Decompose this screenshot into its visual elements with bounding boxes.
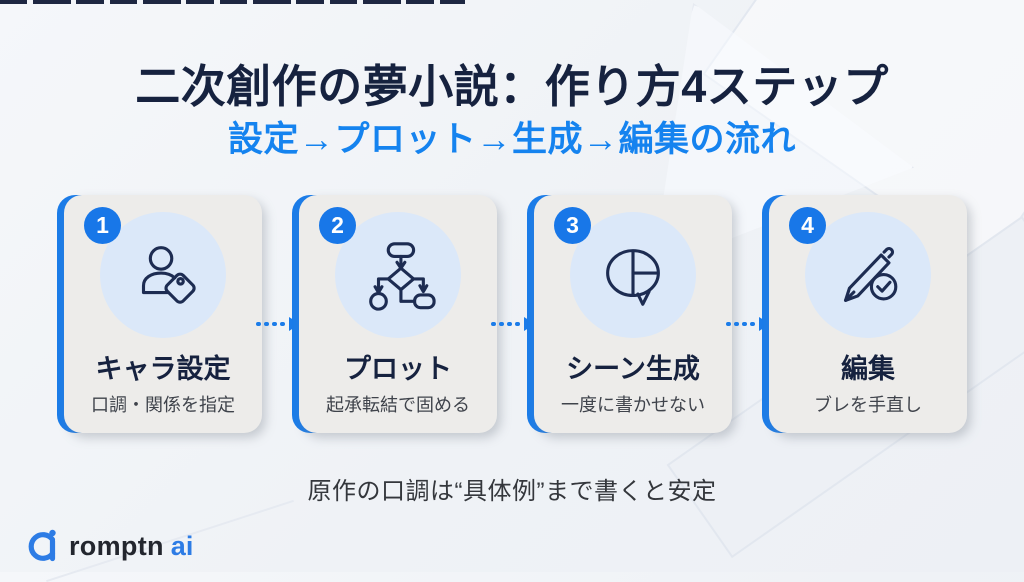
clipped-text-artifact bbox=[0, 0, 465, 4]
card-body: 2 プロット 起承転結で固める bbox=[299, 195, 497, 433]
romptn-logo-icon bbox=[28, 529, 56, 562]
logo-suffix: ai bbox=[170, 530, 194, 561]
step-title: シーン生成 bbox=[566, 354, 700, 384]
footer-note: 原作の口調は“具体例”まで書くと安定 bbox=[307, 478, 717, 505]
card-body: 1 キャラ設定 口調・関係を指定 bbox=[64, 195, 262, 433]
speech-bubble-pie-icon bbox=[606, 249, 660, 306]
step-card-2: 2 プロット 起承転結で固める bbox=[292, 195, 497, 433]
romptn-logo: romptn ai bbox=[24, 527, 193, 565]
card-body: 4 編集 ブレを手直し bbox=[769, 195, 967, 433]
icon-circle bbox=[335, 212, 461, 338]
step-number-badge: 1 bbox=[84, 207, 121, 244]
step-title: 編集 bbox=[841, 354, 895, 384]
page-title: 二次創作の夢小説：作り方4ステップ bbox=[135, 61, 889, 112]
step-card-4: 4 編集 ブレを手直し bbox=[762, 195, 967, 433]
step-number-badge: 3 bbox=[554, 207, 591, 244]
step-number-badge: 2 bbox=[319, 207, 356, 244]
pen-check-icon bbox=[844, 247, 898, 302]
step-card-3: 3 シーン生成 一度に書かせない bbox=[527, 195, 732, 433]
step-desc: 起承転結で固める bbox=[326, 395, 470, 415]
step-desc: 口調・関係を指定 bbox=[91, 395, 235, 415]
logo-text: romptn bbox=[69, 530, 164, 561]
flowchart-icon bbox=[369, 242, 436, 311]
page-subtitle: 設定→プロット→生成→編集の流れ bbox=[227, 120, 796, 159]
step-title: キャラ設定 bbox=[95, 354, 231, 384]
step-desc: 一度に書かせない bbox=[561, 395, 705, 415]
character-tag-icon bbox=[141, 246, 196, 304]
step-card-1: 1 キャラ設定 口調・関係を指定 bbox=[57, 195, 262, 433]
step-desc: ブレを手直し bbox=[814, 395, 922, 415]
steps-row: 1 キャラ設定 口調・関係を指定 2 bbox=[57, 195, 967, 433]
step-title: プロット bbox=[344, 354, 452, 384]
icon-circle bbox=[100, 212, 226, 338]
step-number-badge: 4 bbox=[789, 207, 826, 244]
card-body: 3 シーン生成 一度に書かせない bbox=[534, 195, 732, 433]
